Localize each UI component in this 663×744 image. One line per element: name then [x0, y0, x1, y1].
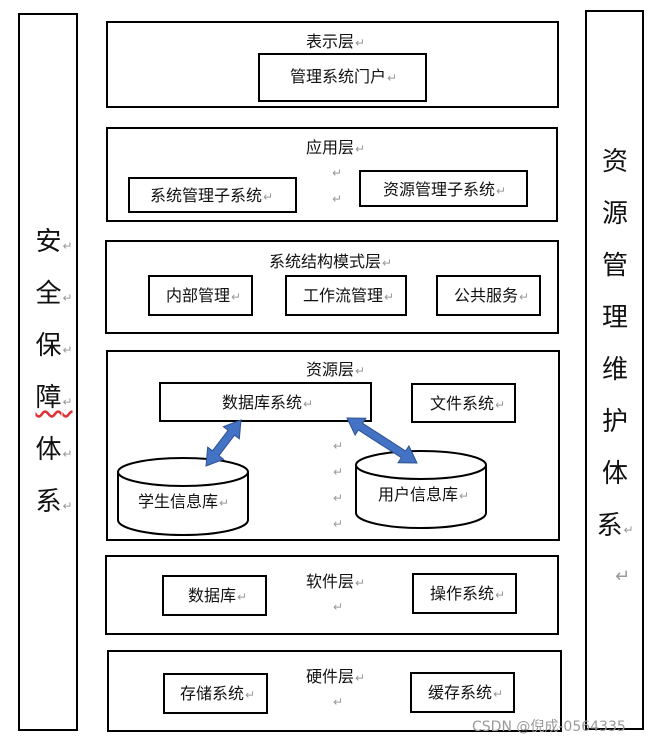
student-database-label: 学生信息库: [138, 493, 229, 512]
file-system-label: 文件系统: [430, 395, 505, 414]
public-service-label: 公共服务: [454, 287, 529, 306]
pillar-char: 体: [601, 459, 628, 489]
pillar-char: 体: [35, 424, 72, 476]
operating-system-label: 操作系统: [430, 585, 505, 604]
bidirectional-arrow-icon: [346, 417, 418, 464]
database-label: 数据库: [188, 587, 247, 606]
storage-system-label: 存储系统: [180, 685, 255, 704]
return-mark-icon: ↵: [333, 465, 344, 479]
bidirectional-arrow-icon: [205, 419, 242, 467]
resource-management-subsystem-label: 资源管理子系统: [383, 181, 506, 200]
pillar-char: 管: [601, 251, 628, 281]
system-management-subsystem-label: 系统管理子系统: [150, 187, 273, 206]
application-layer-title: 应用层: [306, 139, 365, 158]
watermark-text: CSDN @倪成-0564335: [472, 719, 626, 735]
pillar-char: 保: [35, 320, 72, 372]
return-mark-icon: ↵: [333, 491, 344, 505]
management-portal-label: 管理系统门户: [290, 68, 397, 87]
return-mark-icon: ↵: [333, 439, 344, 453]
pillar-char: 系: [35, 476, 72, 528]
database-system-label: 数据库系统: [222, 394, 313, 413]
workflow-management-label: 工作流管理: [303, 287, 394, 306]
return-mark-icon: ↵: [332, 166, 343, 180]
pillar-char: 系: [596, 500, 633, 552]
return-mark-icon: ↵: [333, 517, 344, 531]
architecture-layer-title: 系统结构模式层: [269, 253, 392, 272]
internal-management-label: 内部管理: [166, 287, 241, 306]
pillar-char: 全: [35, 268, 72, 320]
user-database-label: 用户信息库: [378, 486, 469, 505]
return-mark-icon: ↵: [332, 192, 343, 206]
hardware-layer-title: 硬件层: [306, 668, 365, 687]
return-mark-icon: ↵: [333, 600, 344, 614]
resource-management-pillar-title: 资 源 管 理 维 护 体 系: [590, 136, 640, 552]
pillar-char: 安: [35, 216, 72, 268]
resource-layer-title: 资源层: [306, 361, 365, 380]
pillar-char: 障: [35, 372, 72, 424]
presentation-layer-title: 表示层: [306, 33, 365, 52]
security-pillar-title: 安 全 保 障 体 系: [30, 216, 78, 528]
software-layer-title: 软件层: [306, 573, 365, 592]
pillar-char: 维: [601, 355, 628, 385]
resource-management-pillar: [585, 10, 644, 730]
cache-system-label: 缓存系统: [428, 684, 503, 703]
return-mark-icon: ↵: [615, 566, 631, 587]
pillar-char: 源: [601, 199, 628, 229]
pillar-char: 理: [601, 303, 628, 333]
pillar-char: 护: [601, 407, 628, 437]
pillar-char: 资: [601, 147, 628, 177]
return-mark-icon: ↵: [333, 695, 344, 709]
